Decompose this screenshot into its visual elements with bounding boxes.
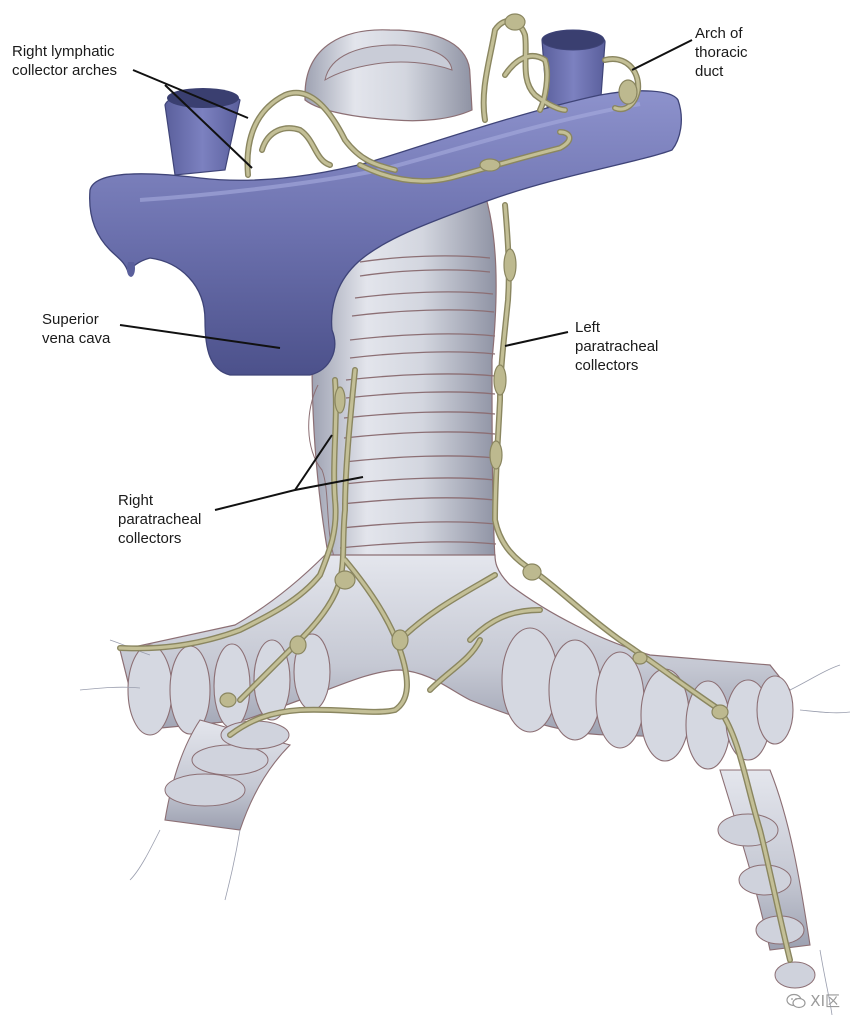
leader-left-paratracheal: [504, 331, 569, 347]
label-line: Left: [575, 319, 601, 336]
label-line: paratracheal: [575, 338, 659, 355]
label-line: Arch of: [695, 25, 743, 42]
label-left-paratracheal: Left paratracheal collectors: [575, 318, 658, 375]
label-line: Right: [118, 492, 154, 509]
bronchi: [79, 554, 851, 1016]
wechat-icon: [786, 993, 806, 1008]
label-line: Right lymphatic: [12, 43, 115, 60]
leader-right-lymphatic-1: [132, 69, 249, 119]
watermark-text: XI区: [810, 992, 840, 1010]
label-line: thoracic: [695, 44, 748, 61]
lymphatic-vessels: [117, 13, 793, 963]
label-line: collector arches: [12, 62, 118, 79]
leader-arch-thoracic: [631, 39, 693, 71]
leader-lines: [119, 39, 693, 511]
label-line: paratracheal: [118, 511, 202, 528]
leader-right-lymphatic-2: [164, 84, 253, 169]
label-line: Superior: [42, 311, 99, 328]
trachea: [304, 29, 497, 566]
leader-svc: [119, 324, 281, 349]
label-superior-vena-cava: Superior vena cava: [42, 310, 110, 348]
label-right-lymphatic: Right lymphatic collector arches: [12, 42, 117, 80]
trachea-rings: [339, 255, 497, 549]
label-line: collectors: [118, 530, 182, 547]
leader-right-paratracheal-2: [294, 476, 364, 491]
label-line: collectors: [575, 357, 639, 374]
watermark: XI区: [786, 990, 840, 1011]
left-bronchus-rings: [501, 627, 794, 770]
label-arch-thoracic-duct: Arch of thoracic duct: [695, 24, 748, 81]
right-bronchus-rings: [127, 633, 331, 736]
label-line: duct: [695, 63, 724, 80]
label-right-paratracheal: Right paratracheal collectors: [118, 491, 201, 548]
label-line: vena cava: [42, 330, 111, 347]
